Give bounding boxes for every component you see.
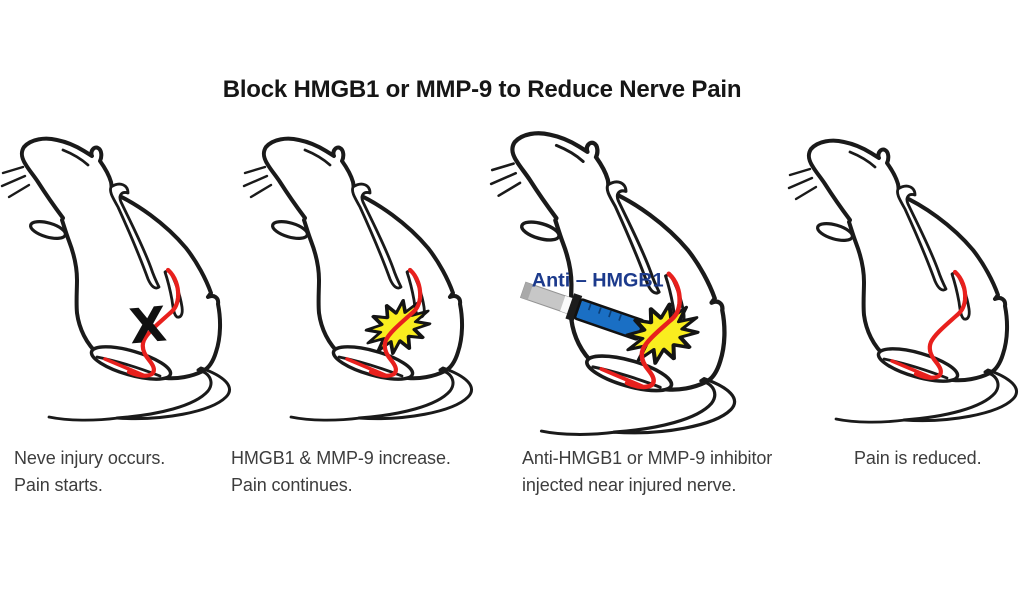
- caption-line: Pain is reduced.: [854, 448, 982, 468]
- caption-line: injected near injured nerve.: [522, 475, 737, 495]
- caption-nerve-injury: Neve injury occurs. Pain starts.: [14, 445, 165, 499]
- panel-pain-reduced: [787, 138, 1019, 425]
- caption-line: Anti-HMGB1 or MMP-9 inhibitor: [522, 448, 773, 468]
- figure-title: Block HMGB1 or MMP-9 to Reduce Nerve Pai…: [222, 76, 742, 103]
- caption-line: HMGB1 & MMP-9 increase.: [231, 448, 451, 468]
- syringe-flange: [565, 293, 583, 322]
- panel-inhibitor-injection: Anti – HMGB1: [491, 133, 734, 434]
- caption-inhibitor-injection: Anti-HMGB1 or MMP-9 inhibitor injected n…: [522, 445, 772, 499]
- caption-line: Neve injury occurs.: [14, 448, 166, 468]
- injury-x-marker: X: [127, 296, 169, 355]
- syringe-plunger-highlight: [560, 295, 573, 314]
- syringe-barrel-ticks: [587, 303, 622, 321]
- panel-proteins-increase: [242, 136, 474, 423]
- syringe-label: Anti – HMGB1: [532, 270, 664, 292]
- caption-line: Pain starts.: [14, 475, 103, 495]
- syringe-plunger-cap: [520, 282, 533, 300]
- panel-nerve-injury: X: [0, 136, 232, 423]
- caption-proteins-increase: HMGB1 & MMP-9 increase. Pain continues.: [231, 445, 451, 499]
- caption-line: Pain continues.: [231, 475, 353, 495]
- caption-pain-reduced: Pain is reduced.: [854, 445, 982, 472]
